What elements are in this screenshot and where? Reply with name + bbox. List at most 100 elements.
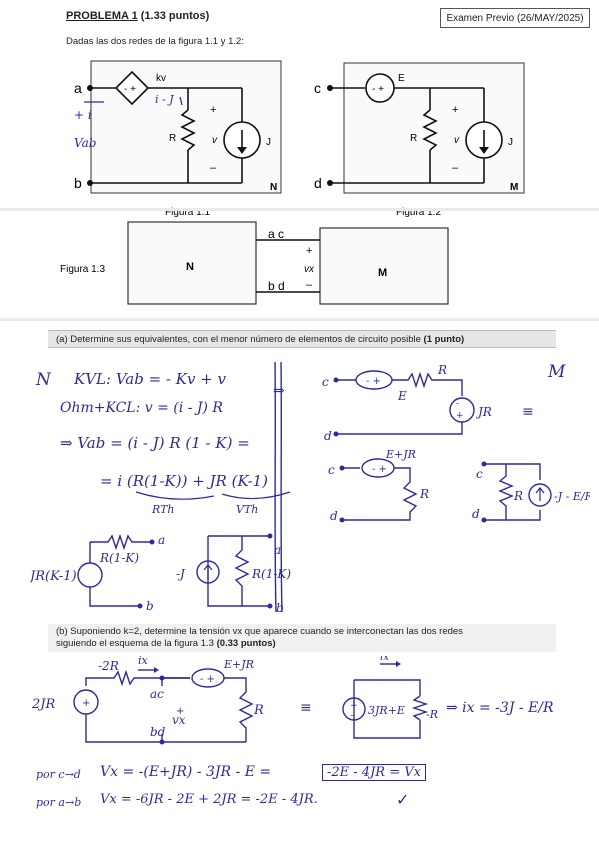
vx-plus: + — [306, 245, 312, 257]
hw-b-src-plus: + — [82, 698, 90, 709]
figure-1-2: - + c d E R + v – J M Figura 1.2 — [314, 62, 525, 218]
hw-path-cd: por c→d — [36, 768, 81, 781]
question-a: (a) Determine sus equivalentes, con el m… — [48, 330, 556, 348]
question-b-line1: (b) Suponiendo k=2, determine la tensión… — [56, 626, 463, 637]
hw-m-label: M — [548, 362, 566, 382]
hw-m-equiv-sign: ≡ — [522, 404, 534, 420]
figure-1-1: - + a b kv R + v – J N i - J + i Vab Fig… — [74, 60, 282, 218]
hw-terminal-d2: d — [330, 509, 338, 523]
hw-b-res-right: R — [253, 703, 264, 718]
hw-n-eq2-source: -J — [176, 567, 186, 581]
figure-1-2-caption: Figura 1.2 — [396, 207, 441, 218]
question-b-line2: siguiendo el esquema de la figura 1.3 — [56, 638, 214, 649]
dep-source-sign: - + — [124, 84, 136, 95]
hw-n-eq2-resistor: R(1-K) — [251, 567, 291, 581]
hw-m-eq2-r: R — [419, 487, 429, 501]
hw-current-label: i - J — [155, 93, 174, 106]
vx-label: vx — [304, 264, 315, 275]
e-source-sign: - + — [372, 84, 384, 95]
hw-line-kvl: KVL: Vab = - Kv + v — [74, 370, 227, 388]
hw-b-src-left: 2JR — [31, 697, 55, 712]
hw-vth: VTh — [236, 503, 259, 516]
hw-n-eq-resistor: R(1-K) — [99, 551, 139, 565]
hw-b-src-sign: - + — [200, 674, 215, 685]
paper-fold-line — [0, 208, 599, 211]
hw-b-result: ⇒ ix = -3J - E/R — [446, 700, 554, 716]
current-source-label: J — [266, 137, 271, 148]
resistor-label: R — [169, 133, 176, 144]
question-b-points: (0.33 puntos) — [216, 638, 276, 649]
node-ac-label: a c — [268, 227, 284, 241]
hw-m-src2-sign-plus: + — [456, 411, 464, 421]
terminal-d: d — [314, 175, 322, 191]
hw-b-src2-plus: + — [350, 701, 358, 711]
exam-date: Examen Previo (26/MAY/2025) — [446, 12, 584, 24]
hw-b-ix: ix — [138, 656, 149, 667]
hw-line-ohm: Ohm+KCL: v = (i - J) R — [60, 400, 223, 416]
hw-n-label: N — [36, 370, 51, 390]
hw-b-res-equiv: -R — [426, 708, 438, 721]
hw-m-eq1-src: JR — [475, 405, 492, 419]
hw-terminal-c3: c — [476, 467, 483, 481]
hw-divider — [274, 361, 283, 613]
hw-b-circuit: + - + + – 2JR -2R ix ac + vx bd E+JR R ≡… — [31, 656, 554, 745]
v-plus: + — [210, 104, 216, 116]
intro-text: Dadas las dos redes de la figura 1.1 y 1… — [66, 36, 244, 47]
hw-i-label: + i — [74, 108, 92, 122]
v-minus: – — [210, 162, 217, 174]
node-bd-label: b d — [268, 279, 285, 293]
hw-line-vab: ⇒ Vab = (i - J) R (1 - K) = — [60, 434, 250, 452]
hw-b-ix2: ix — [380, 656, 389, 663]
hw-check-mark: ✓ — [396, 790, 410, 809]
hw-terminal-c1: c — [322, 375, 329, 389]
dep-source-label: kv — [156, 73, 166, 84]
hw-path-ab: por a→b — [36, 796, 82, 809]
hw-m-eq1-e: E — [397, 389, 407, 403]
hw-current-arrow — [179, 96, 183, 106]
box-n-label: N — [186, 261, 194, 273]
v-minus-m: – — [452, 162, 459, 174]
hw-m-eq3-src: -J - E/R — [554, 490, 590, 503]
hw-b-src2-minus: – — [350, 711, 355, 721]
e-source-label: E — [398, 73, 405, 84]
hw-underbraces — [135, 491, 291, 500]
hw-m-src3-sign: - + — [372, 464, 387, 475]
hw-m-src2-sign-minus: - — [456, 399, 459, 409]
hw-b-src-equiv: 3JR+E — [368, 704, 405, 717]
hw-terminal-a2: a — [274, 543, 281, 557]
hw-rth: RTh — [152, 503, 175, 516]
question-b: (b) Suponiendo k=2, determine la tensión… — [48, 624, 556, 652]
figure-1-3-caption: Figura 1.3 — [60, 264, 105, 275]
hw-n-equivalents: JR(K-1) R(1-K) a b -J R(1-K) a b — [30, 533, 291, 615]
hw-m-eq3-r: R — [513, 489, 523, 503]
hw-m-equivalents: - + - + - + c d R E JR ≡ c d E+JR R c d … — [322, 363, 590, 523]
hw-m-src-sign: - + — [366, 376, 381, 387]
hw-m-eq1-r: R — [437, 363, 447, 377]
v-label-m: v — [454, 135, 460, 146]
hw-vx-line1: Vx = -(E+JR) - 3JR - E = — [100, 764, 272, 780]
figure-1-1-caption: Figura 1.1 — [165, 207, 210, 218]
hw-n-eq-source: JR(K-1) — [30, 569, 77, 584]
hw-arrow: ⇒ — [273, 383, 285, 399]
terminal-c: c — [314, 80, 321, 96]
question-b-line2-wrap: siguiendo el esquema de la figura 1.3 (0… — [56, 638, 548, 650]
vx-minus: – — [306, 279, 313, 291]
hw-terminal-a1: a — [158, 533, 165, 547]
hw-vab-label: Vab — [74, 136, 96, 150]
network-n-label: N — [270, 182, 277, 193]
hw-terminal-c2: c — [328, 463, 335, 477]
v-plus-m: + — [452, 104, 458, 116]
question-a-text: (a) Determine sus equivalentes, con el m… — [56, 333, 421, 345]
v-label: v — [212, 135, 218, 146]
exam-date-box: Examen Previo (26/MAY/2025) — [440, 8, 590, 28]
hw-vx-boxed-result: -2E - 4JR = Vx — [322, 764, 426, 781]
hw-b-ac: ac — [150, 687, 164, 701]
problem-number: PROBLEMA 1 — [66, 10, 138, 22]
terminal-a: a — [74, 80, 82, 96]
hw-line-thevenin: = i (R(1-K)) + JR (K-1) — [100, 472, 269, 490]
hw-b-bd: bd — [150, 725, 166, 739]
figure-1-3: Figura 1.3 N M a c b d + vx – — [60, 221, 449, 305]
problem-points: (1.33 puntos) — [140, 10, 210, 22]
hw-vx-line2: Vx = -6JR - 2E + 2JR = -2E - 4JR. — [100, 792, 318, 807]
hw-m-eq2-src: E+JR — [385, 448, 416, 461]
